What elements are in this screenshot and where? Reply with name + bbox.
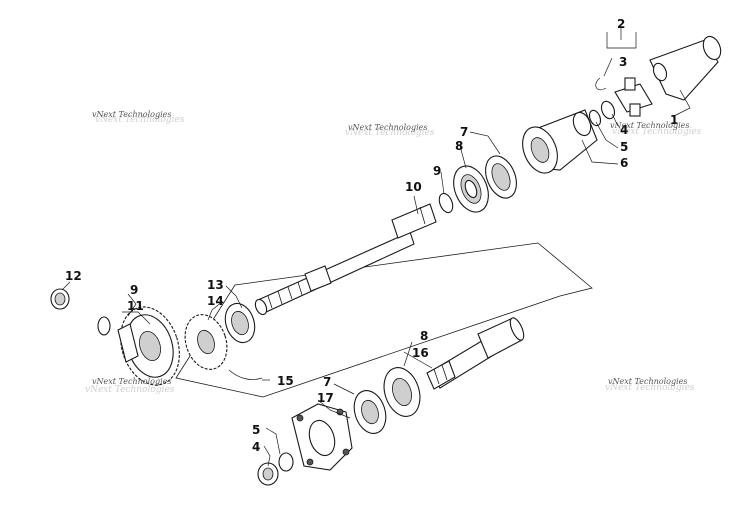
watermark-layer: vNext Technologies vNext Technologies vN… [85,115,702,395]
callout-5-upper: 5 [620,140,628,154]
callout-2: 2 [617,17,625,31]
bevel-gear-14 [184,314,228,370]
yoke-1 [649,35,722,101]
callouts: 2 3 1 4 5 6 7 8 9 10 12 9 11 13 14 15 8 … [65,17,678,454]
callout-17: 17 [317,391,334,405]
bearing-lower [353,367,421,434]
drive-shaft [254,203,437,316]
callout-15: 15 [277,374,294,388]
yoke-6 [522,109,598,174]
callout-6: 6 [620,156,628,170]
callout-3: 3 [619,55,627,69]
watermark-ghost-1: vNext Technologies [95,115,185,125]
watermark-text: vNext Technologies vNext Technologies vN… [92,110,689,386]
callout-7-lower: 7 [323,375,331,389]
watermark-5: vNext Technologies [608,377,687,386]
watermark-ghost-4: vNext Technologies [85,385,175,395]
callout-11: 11 [127,299,144,313]
callout-1: 1 [670,113,678,127]
flange-17 [291,403,353,471]
watermark-ghost-2: vNext Technologies [345,128,435,138]
watermark-1: vNext Technologies [92,110,171,119]
callout-4-lower: 4 [252,440,260,454]
bearing-cup-upper [600,100,616,120]
callout-13: 13 [207,278,224,292]
nut-12 [50,288,70,310]
callout-7-upper: 7 [460,125,468,139]
callout-14: 14 [207,294,224,308]
bearing-13 [224,302,256,344]
universal-cross [595,77,653,117]
watermark-4: vNext Technologies [92,377,171,386]
callout-8-upper: 8 [455,139,463,153]
leader-lines [61,28,691,467]
callout-10: 10 [405,180,422,194]
callout-9-lower: 9 [130,283,138,297]
washer-lower [97,316,111,336]
watermark-ghost-3: vNext Technologies [612,127,702,137]
watermark-2: vNext Technologies [348,123,427,132]
watermark-3: vNext Technologies [610,121,689,130]
clip-15 [228,369,263,380]
watermark-ghost-5: vNext Technologies [605,383,695,393]
ring-gear-11 [117,306,180,386]
callout-9-upper: 9 [433,164,441,178]
callout-8-lower: 8 [420,329,428,343]
callout-16: 16 [412,346,429,360]
callout-12: 12 [65,269,82,283]
washer-upper [438,192,454,214]
callout-4-upper: 4 [620,123,628,137]
bearing-upper [453,155,517,213]
pinion-shaft [426,317,525,390]
assembly-outline [175,242,593,398]
callout-5-lower: 5 [252,423,260,437]
nut-lower [257,452,294,486]
